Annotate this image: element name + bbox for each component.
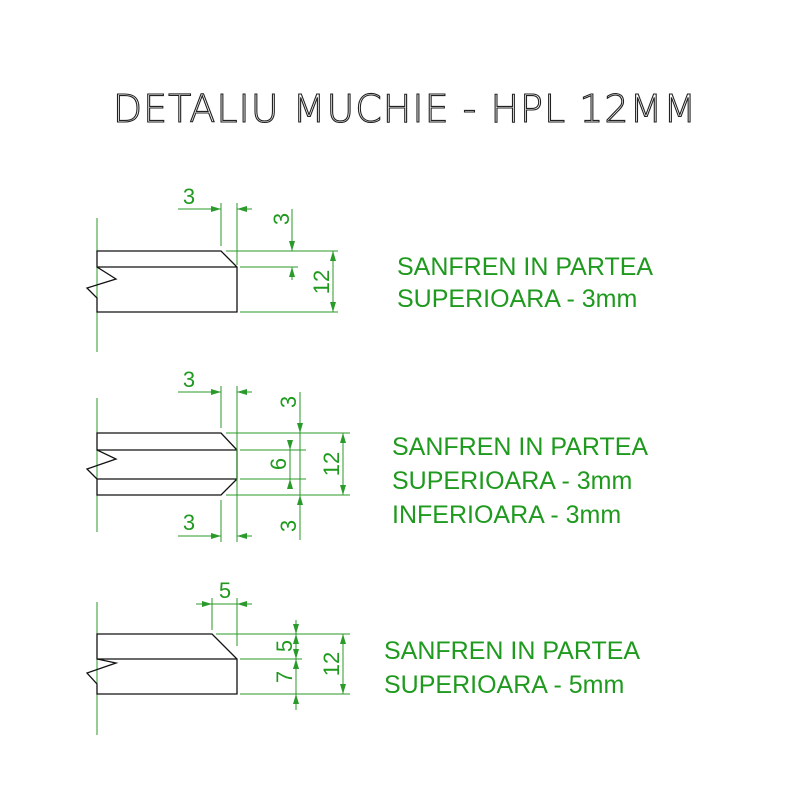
dim-chamfer-height: 3 — [269, 213, 294, 225]
detail-3-label-line-2: SUPERIOARA - 5mm — [384, 671, 624, 699]
detail-2: 3 3 6 3 3 12 — [85, 367, 350, 542]
dim-chamfer-width: 3 — [183, 184, 195, 209]
panel-profile — [85, 633, 238, 695]
dim-thickness: 12 — [319, 652, 344, 676]
detail-1-label-line-1: SANFREN IN PARTEA — [397, 253, 653, 281]
dim-top-chamfer-height: 3 — [276, 396, 301, 408]
detail-3-label-line-1: SANFREN IN PARTEA — [384, 637, 640, 665]
drawing-title: DETALIU MUCHIE - HPL 12MM — [113, 87, 697, 131]
dim-thickness: 12 — [319, 452, 344, 476]
dim-thickness: 12 — [309, 270, 334, 294]
dim-bottom-chamfer-height: 3 — [276, 520, 301, 532]
dim-chamfer-width: 5 — [219, 578, 231, 603]
detail-2-label-line-3: INFERIOARA - 3mm — [392, 501, 621, 529]
dim-chamfer-height: 5 — [272, 640, 297, 652]
dim-bottom-chamfer-width: 3 — [183, 510, 195, 535]
detail-1: 3 3 12 — [85, 184, 338, 352]
dim-middle: 6 — [266, 458, 291, 470]
dim-top-chamfer-width: 3 — [183, 367, 195, 392]
detail-2-label-line-1: SANFREN IN PARTEA — [392, 433, 648, 461]
detail-1-label-line-2: SUPERIOARA - 3mm — [397, 285, 637, 313]
detail-2-label-line-2: SUPERIOARA - 3mm — [392, 467, 632, 495]
detail-3: 5 5 7 12 — [85, 578, 350, 735]
panel-profile — [85, 432, 238, 496]
dim-remaining: 7 — [272, 671, 297, 683]
panel-profile — [85, 250, 238, 313]
